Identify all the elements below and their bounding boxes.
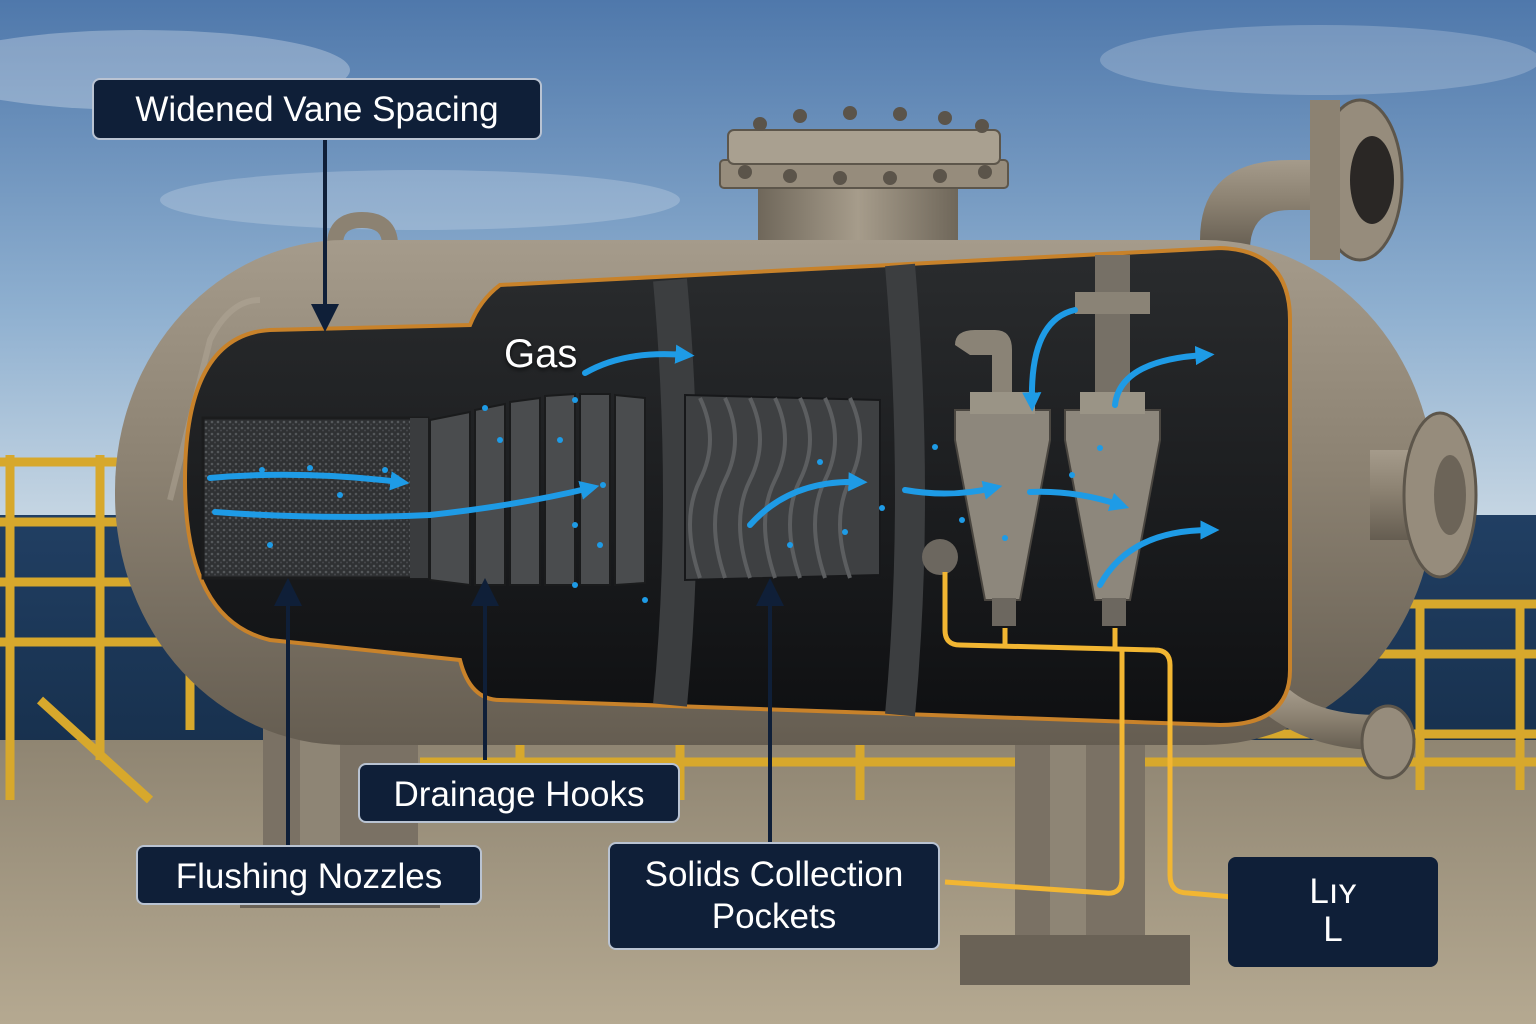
callout-solids-collection-pockets: Solids Collection Pockets xyxy=(608,842,940,950)
callout-text-line1: Solids Collection xyxy=(644,855,904,894)
callout-text-line2: L xyxy=(1323,910,1343,949)
flow-arrow xyxy=(1027,488,1130,512)
flow-arrow xyxy=(902,480,1003,500)
lifting-lug xyxy=(327,211,398,295)
flow-arrow xyxy=(207,471,410,491)
callout-text: Drainage Hooks xyxy=(393,775,645,814)
cloud xyxy=(1100,25,1536,95)
cyclone-separators xyxy=(922,255,1161,626)
callout-text-line2: Pockets xyxy=(711,897,837,936)
callout-text-line1: Lıʏ xyxy=(1309,872,1357,911)
gas-label: Gas xyxy=(504,332,578,376)
flow-arrow xyxy=(582,344,695,376)
flow-arrow xyxy=(1112,345,1215,408)
callout-drainage-hooks: Drainage Hooks xyxy=(358,763,680,823)
yellow-drain-line xyxy=(942,572,1373,922)
callout-text: Flushing Nozzles xyxy=(175,857,443,896)
vane-pack-waves xyxy=(688,397,862,579)
top-manway xyxy=(719,106,1009,265)
callout-text: Widened Vane Spacing xyxy=(135,90,499,129)
flow-arrows xyxy=(207,307,1220,588)
droplets xyxy=(259,397,1103,603)
callout-flushing-nozzles: Flushing Nozzles xyxy=(136,845,482,905)
internal-baffles xyxy=(653,263,925,717)
callout-outlet-box: Lıʏ L xyxy=(1228,857,1438,967)
flow-arrow xyxy=(1022,307,1078,412)
callout-widened-vane-spacing: Widened Vane Spacing xyxy=(92,78,542,140)
flow-arrow xyxy=(747,472,868,528)
mesh-pad-side xyxy=(410,418,428,578)
gas-outlet-nozzle xyxy=(1200,98,1404,262)
cloud xyxy=(160,170,680,230)
flow-arrow xyxy=(1097,520,1220,588)
mesh-pad xyxy=(201,416,430,580)
callout-leaders xyxy=(274,140,784,845)
flow-arrow xyxy=(212,480,600,520)
